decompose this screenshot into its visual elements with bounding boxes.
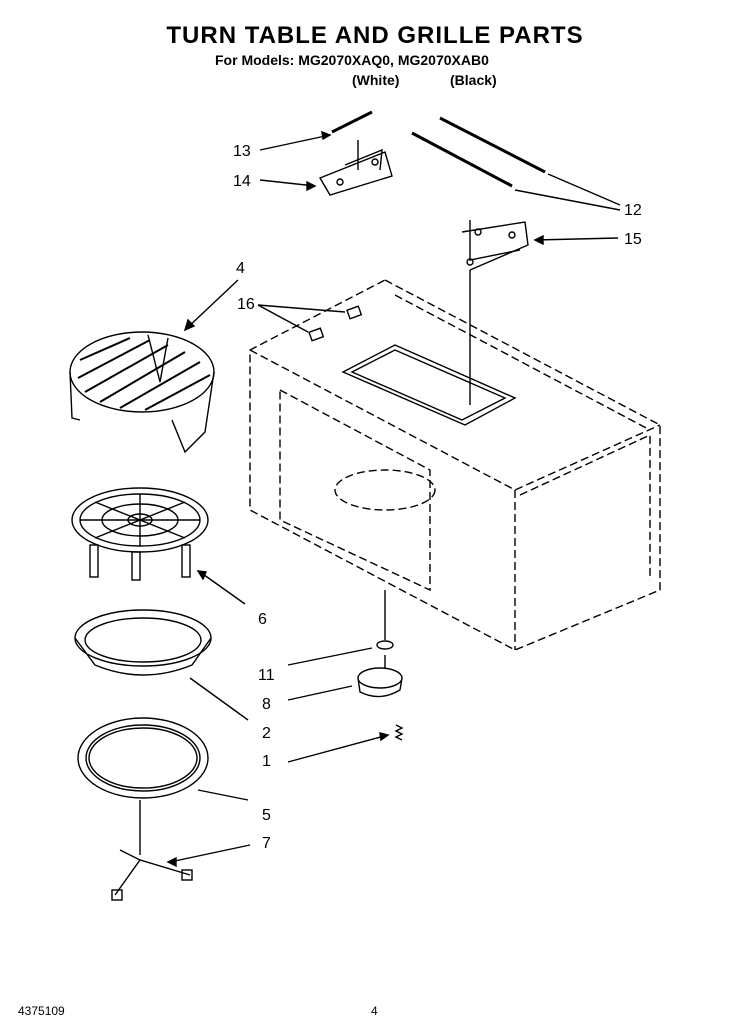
- models-line: For Models: MG2070XAQ0, MG2070XAB0: [215, 52, 489, 68]
- callout-2: 2: [262, 725, 271, 742]
- callout-11: 11: [258, 667, 275, 684]
- callout-8: 8: [262, 696, 271, 713]
- page-title: TURN TABLE AND GRILLE PARTS: [166, 22, 584, 49]
- callout-5: 5: [262, 807, 271, 824]
- doc-number: 4375109: [18, 1004, 65, 1018]
- callout-14: 14: [233, 173, 251, 190]
- callout-4: 4: [236, 260, 245, 277]
- callout-6: 6: [258, 611, 267, 628]
- callout-1: 1: [262, 753, 271, 770]
- callout-16: 16: [237, 296, 255, 313]
- callout-12: 12: [624, 202, 642, 219]
- variant-white-label: (White): [352, 72, 400, 88]
- callout-7: 7: [262, 835, 271, 852]
- page-number: 4: [371, 1004, 378, 1018]
- callout-15: 15: [624, 231, 642, 248]
- callout-13: 13: [233, 143, 251, 160]
- variant-black-label: (Black): [450, 72, 497, 88]
